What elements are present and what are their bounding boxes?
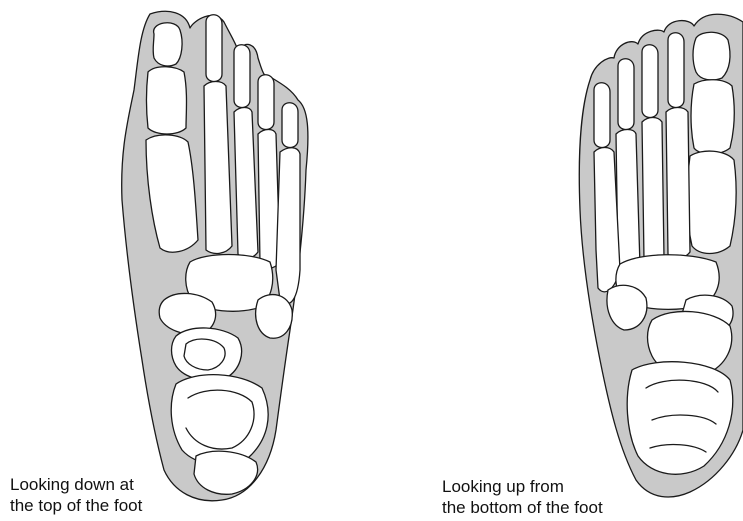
talus-dome <box>184 339 225 370</box>
big-toe-distal-phalanx <box>153 23 182 66</box>
caption-top-view-line1: Looking down at <box>10 474 142 495</box>
foot-top-view <box>122 11 308 500</box>
fifth-toe-bottom <box>594 83 610 148</box>
foot-bottom-view <box>579 14 743 497</box>
hallux-proximal-bottom <box>691 80 734 154</box>
fourth-toe <box>258 75 274 130</box>
caption-bottom-view-line2: the bottom of the foot <box>442 497 603 518</box>
second-toe-bottom <box>668 33 684 108</box>
caption-top-view: Looking down at the top of the foot <box>10 474 142 516</box>
big-toe-proximal-phalanx <box>147 67 187 134</box>
caption-bottom-view-line1: Looking up from <box>442 476 603 497</box>
third-metatarsal-bottom <box>642 118 664 265</box>
caption-top-view-line2: the top of the foot <box>10 495 142 516</box>
hallux-bottom <box>693 32 730 80</box>
caption-bottom-view: Looking up from the bottom of the foot <box>442 476 603 518</box>
second-toe <box>206 15 222 82</box>
cuboid-bone <box>256 295 293 339</box>
second-metatarsal-bottom <box>666 108 690 259</box>
fifth-toe <box>282 103 298 148</box>
third-toe <box>234 45 250 108</box>
first-metatarsal-bottom <box>687 151 736 253</box>
fourth-toe-bottom <box>618 59 634 130</box>
third-toe-bottom <box>642 45 658 118</box>
fifth-metatarsal <box>276 148 300 304</box>
